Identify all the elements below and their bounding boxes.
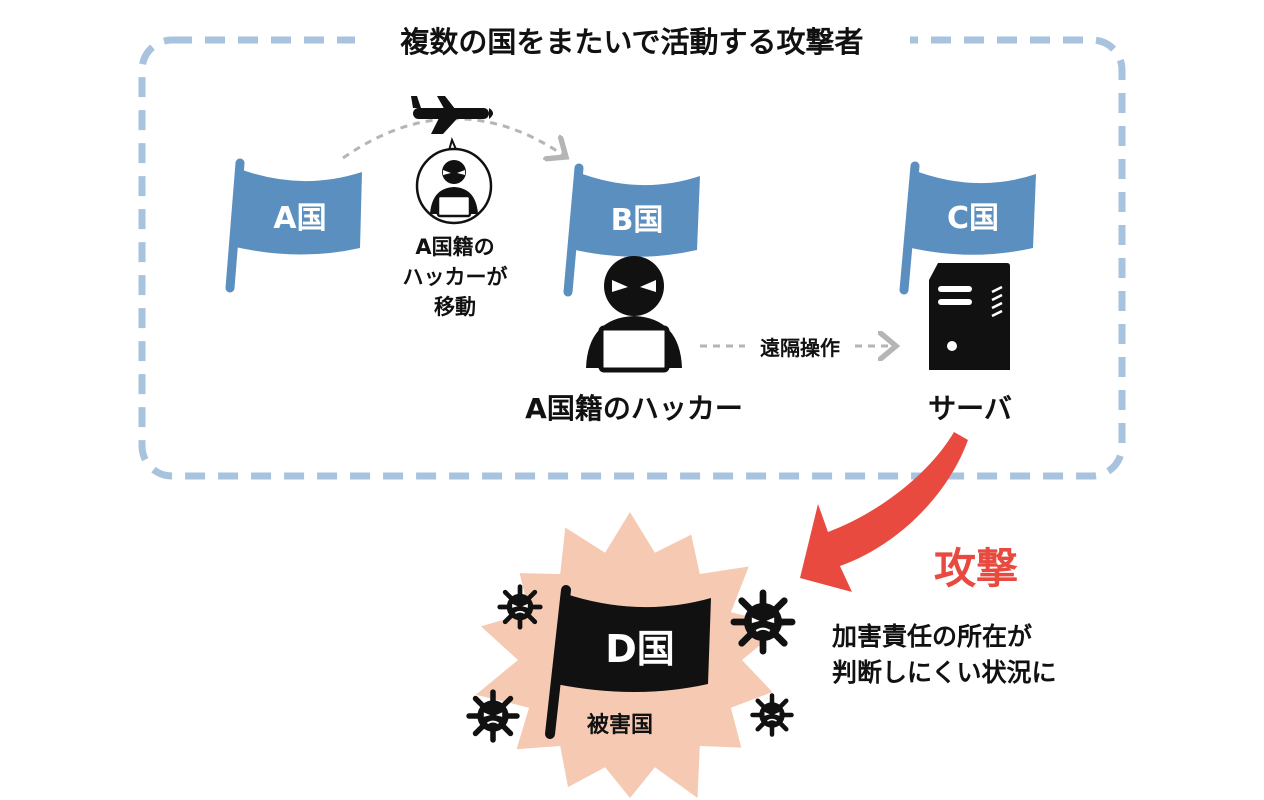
virus-icon — [753, 696, 792, 735]
migration-label-line3: 移動 — [434, 295, 476, 319]
flag-icon-b — [563, 163, 700, 297]
virus-icon — [500, 587, 541, 628]
attack-label: 攻撃 — [933, 544, 1018, 593]
traveling-hacker-icon — [415, 137, 493, 225]
server-label: サーバ — [928, 392, 1012, 425]
virus-icon — [469, 692, 517, 740]
remote-control-label: 遠隔操作 — [760, 336, 840, 360]
flag-b-label: B国 — [610, 203, 664, 238]
flag-a-label: A国 — [273, 201, 327, 236]
migration-label-line2: ハッカーが — [402, 265, 508, 289]
flag-icon-a — [225, 158, 362, 293]
victim-label: 被害国 — [586, 713, 653, 738]
virus-icon — [734, 593, 792, 651]
flag-icon-c — [899, 161, 1036, 295]
flag-d-label: D国 — [605, 627, 675, 671]
flag-icon-d — [545, 585, 711, 739]
flag-c-label: C国 — [946, 201, 1000, 236]
responsibility-note-line1: 加害責任の所在が — [832, 622, 1033, 651]
server-icon — [929, 263, 1010, 370]
responsibility-note: 加害責任の所在が 判断しにくい状況に — [832, 619, 1112, 691]
hacker-icon — [586, 256, 682, 373]
attack-arrow — [800, 432, 968, 592]
diagram-title: 複数の国をまたいで活動する攻撃者 — [400, 25, 864, 59]
hacker-label: A国籍のハッカー — [525, 392, 743, 425]
group-frame — [138, 36, 1126, 480]
airplane-icon — [411, 96, 493, 134]
responsibility-note-line2: 判断しにくい状況に — [832, 658, 1057, 687]
migration-label: A国籍の ハッカーが 移動 — [375, 232, 535, 322]
migration-label-line1: A国籍の — [415, 235, 495, 259]
